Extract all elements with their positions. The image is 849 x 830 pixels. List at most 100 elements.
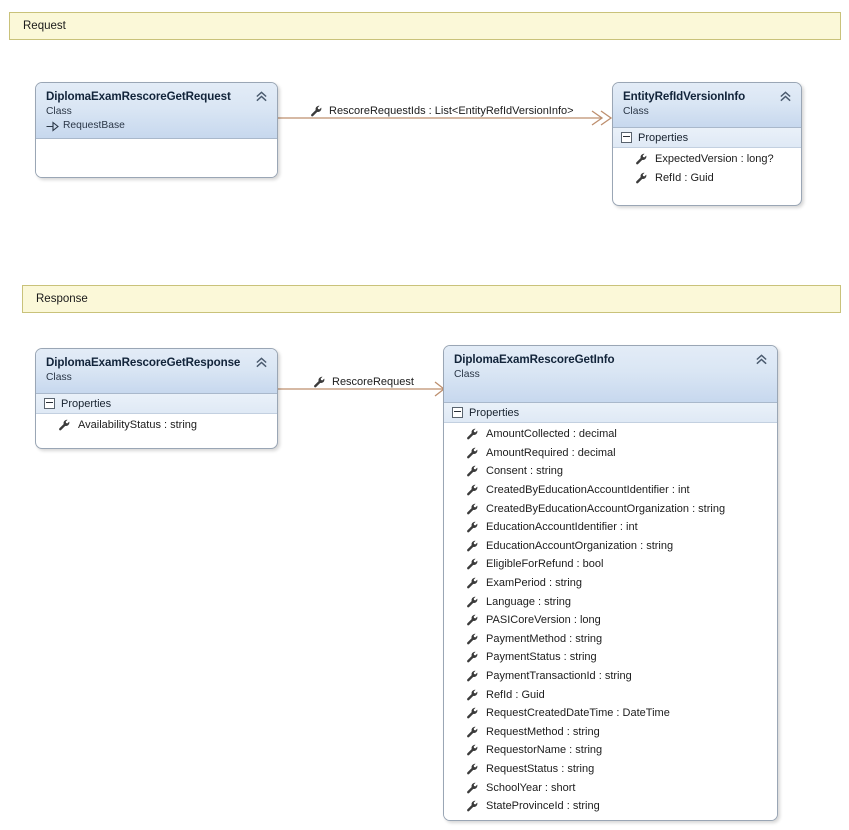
property-row[interactable]: RefId : Guid (444, 685, 777, 704)
property-label: RefId : Guid (486, 688, 545, 701)
property-label: AvailabilityStatus : string (78, 419, 198, 432)
wrench-icon (467, 521, 478, 533)
wrench-icon (467, 596, 478, 607)
property-row[interactable]: StateProvinceId : string (444, 797, 777, 816)
property-label: CreatedByEducationAccountOrganization : … (486, 502, 726, 515)
connector-label-text: RescoreRequestIds : List<EntityRefIdVers… (329, 105, 574, 117)
compartment-label: Properties (638, 131, 689, 144)
property-row[interactable]: RequestStatus : string (444, 760, 777, 779)
wrench-icon (467, 447, 478, 459)
class-empty-compartment (36, 139, 277, 177)
wrench-icon (59, 419, 70, 431)
property-row[interactable]: RequestCreatedDateTime : DateTime (444, 704, 777, 723)
property-row[interactable]: CreatedByEducationAccountIdentifier : in… (444, 481, 777, 500)
property-row[interactable]: AmountCollected : decimal (444, 425, 777, 444)
response-section-label: Response (36, 293, 88, 305)
wrench-icon (467, 689, 478, 700)
wrench-icon (467, 670, 478, 682)
property-row[interactable]: Language : string (444, 592, 777, 611)
property-row[interactable]: RequestorName : string (444, 741, 777, 760)
chevron-up-double-icon[interactable] (779, 90, 792, 103)
property-row[interactable]: ExpectedVersion : long? (613, 150, 801, 169)
wrench-icon (314, 376, 325, 388)
property-label: PaymentTransactionId : string (486, 670, 632, 683)
property-label: AmountCollected : decimal (486, 428, 617, 441)
compartment-label: Properties (469, 406, 520, 419)
class-base-class: RequestBase (46, 119, 267, 133)
class-diploma-exam-rescore-get-response[interactable]: DiplomaExamRescoreGetResponse Class Prop… (35, 348, 278, 449)
property-row[interactable]: RequestMethod : string (444, 723, 777, 742)
property-label: PASICoreVersion : long (486, 614, 601, 627)
chevron-up-double-icon[interactable] (755, 353, 768, 366)
compartment-header-properties[interactable]: Properties (36, 394, 277, 414)
wrench-icon (467, 707, 478, 719)
property-row[interactable]: PaymentMethod : string (444, 630, 777, 649)
property-label: RequestMethod : string (486, 725, 600, 738)
request-section-band[interactable]: Request (9, 12, 841, 40)
class-stereotype: Class (46, 106, 72, 117)
class-header: EntityRefIdVersionInfo Class (613, 83, 801, 128)
class-header: DiplomaExamRescoreGetInfo Class (444, 346, 777, 403)
compartment-header-properties[interactable]: Properties (613, 128, 801, 148)
wrench-icon (467, 800, 478, 812)
property-label: EducationAccountIdentifier : int (486, 521, 638, 534)
class-entity-refid-version-info[interactable]: EntityRefIdVersionInfo Class Properties … (612, 82, 802, 206)
class-title: DiplomaExamRescoreGetInfo (454, 353, 615, 366)
chevron-up-double-icon[interactable] (255, 356, 268, 369)
wrench-icon (467, 763, 478, 775)
property-row[interactable]: RefId : Guid (613, 169, 801, 188)
property-row[interactable]: EducationAccountIdentifier : int (444, 518, 777, 537)
inheritance-arrow-icon (46, 120, 59, 132)
property-row[interactable]: EligibleForRefund : bool (444, 555, 777, 574)
property-row[interactable]: Consent : string (444, 462, 777, 481)
wrench-icon (467, 633, 478, 645)
property-row[interactable]: CreatedByEducationAccountOrganization : … (444, 499, 777, 518)
class-header: DiplomaExamRescoreGetRequest Class Reque… (36, 83, 277, 139)
wrench-icon (311, 105, 322, 117)
member-list: ExpectedVersion : long? RefId : Guid (613, 148, 801, 194)
property-label: RefId : Guid (655, 171, 714, 184)
property-label: ExpectedVersion : long? (655, 153, 774, 166)
wrench-icon (467, 614, 478, 626)
compartment-label: Properties (61, 397, 112, 410)
property-row[interactable]: AvailabilityStatus : string (36, 416, 277, 435)
property-label: RequestCreatedDateTime : DateTime (486, 707, 670, 720)
property-row[interactable]: PASICoreVersion : long (444, 611, 777, 630)
class-stereotype: Class (454, 369, 480, 380)
property-row[interactable]: ExamPeriod : string (444, 574, 777, 593)
property-label: RequestorName : string (486, 744, 603, 757)
property-row[interactable]: PaymentStatus : string (444, 648, 777, 667)
wrench-icon (467, 782, 478, 793)
compartment-header-properties[interactable]: Properties (444, 403, 777, 423)
response-section-band[interactable]: Response (22, 285, 841, 313)
wrench-icon (467, 652, 478, 663)
class-base-label: RequestBase (63, 120, 125, 131)
class-diploma-exam-rescore-get-info[interactable]: DiplomaExamRescoreGetInfo Class Properti… (443, 345, 778, 821)
property-row[interactable]: PaymentTransactionId : string (444, 667, 777, 686)
wrench-icon (636, 172, 647, 184)
wrench-icon (467, 466, 478, 477)
property-row[interactable]: SchoolYear : short (444, 778, 777, 797)
property-label: AmountRequired : decimal (486, 446, 616, 459)
property-label: SchoolYear : short (486, 781, 576, 794)
wrench-icon (467, 540, 478, 552)
property-label: EducationAccountOrganization : string (486, 539, 674, 552)
wrench-icon (467, 577, 478, 589)
member-list: AvailabilityStatus : string (36, 414, 277, 441)
class-diploma-exam-rescore-get-request[interactable]: DiplomaExamRescoreGetRequest Class Reque… (35, 82, 278, 178)
class-stereotype: Class (623, 106, 649, 117)
property-label: EligibleForRefund : bool (486, 558, 604, 571)
collapse-box-icon[interactable] (44, 398, 55, 409)
chevron-up-double-icon[interactable] (255, 90, 268, 103)
request-section-label: Request (23, 20, 66, 32)
collapse-box-icon[interactable] (621, 132, 632, 143)
connector-request-to-entityref-label: RescoreRequestIds : List<EntityRefIdVers… (310, 105, 574, 117)
collapse-box-icon[interactable] (452, 407, 463, 418)
class-title: DiplomaExamRescoreGetRequest (46, 90, 231, 103)
property-row[interactable]: AmountRequired : decimal (444, 444, 777, 463)
property-label: StateProvinceId : string (486, 800, 600, 813)
wrench-icon (467, 726, 478, 738)
property-row[interactable]: EducationAccountOrganization : string (444, 537, 777, 556)
wrench-icon (636, 153, 647, 165)
